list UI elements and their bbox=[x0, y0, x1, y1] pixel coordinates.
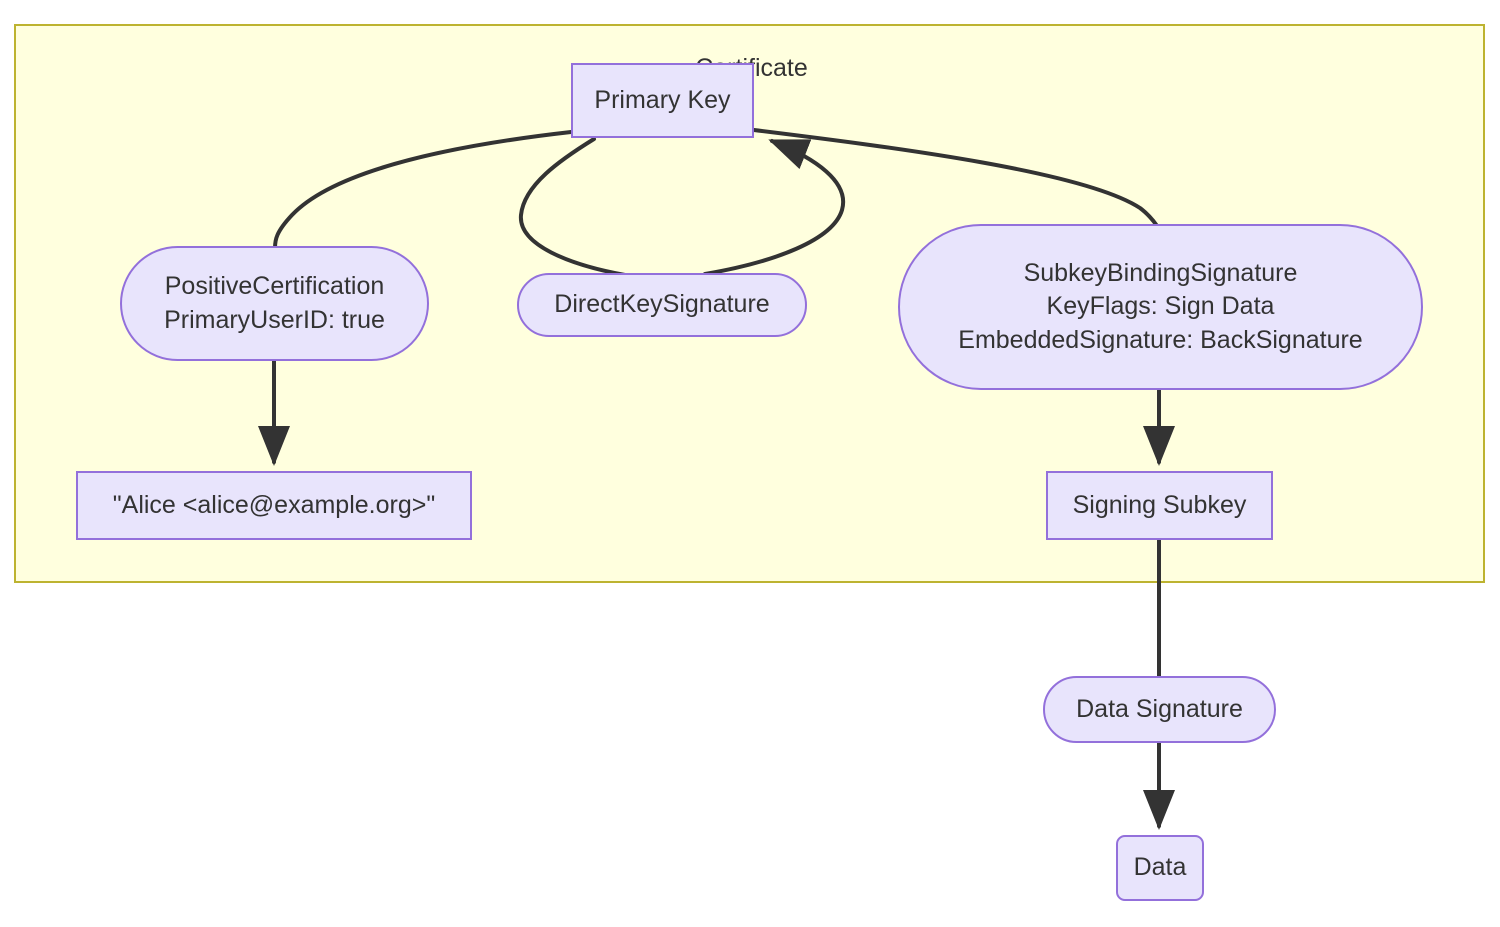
node-data[interactable]: Data bbox=[1116, 835, 1204, 901]
node-user-id[interactable]: "Alice <alice@example.org>" bbox=[76, 471, 472, 540]
node-data-signature[interactable]: Data Signature bbox=[1043, 676, 1276, 743]
node-subkey-binding-signature[interactable]: SubkeyBindingSignature KeyFlags: Sign Da… bbox=[898, 224, 1423, 390]
node-signing-subkey[interactable]: Signing Subkey bbox=[1046, 471, 1273, 540]
node-positive-certification[interactable]: PositiveCertification PrimaryUserID: tru… bbox=[120, 246, 429, 361]
node-direct-key-signature[interactable]: DirectKeySignature bbox=[517, 273, 807, 337]
node-primary-key[interactable]: Primary Key bbox=[571, 63, 754, 138]
